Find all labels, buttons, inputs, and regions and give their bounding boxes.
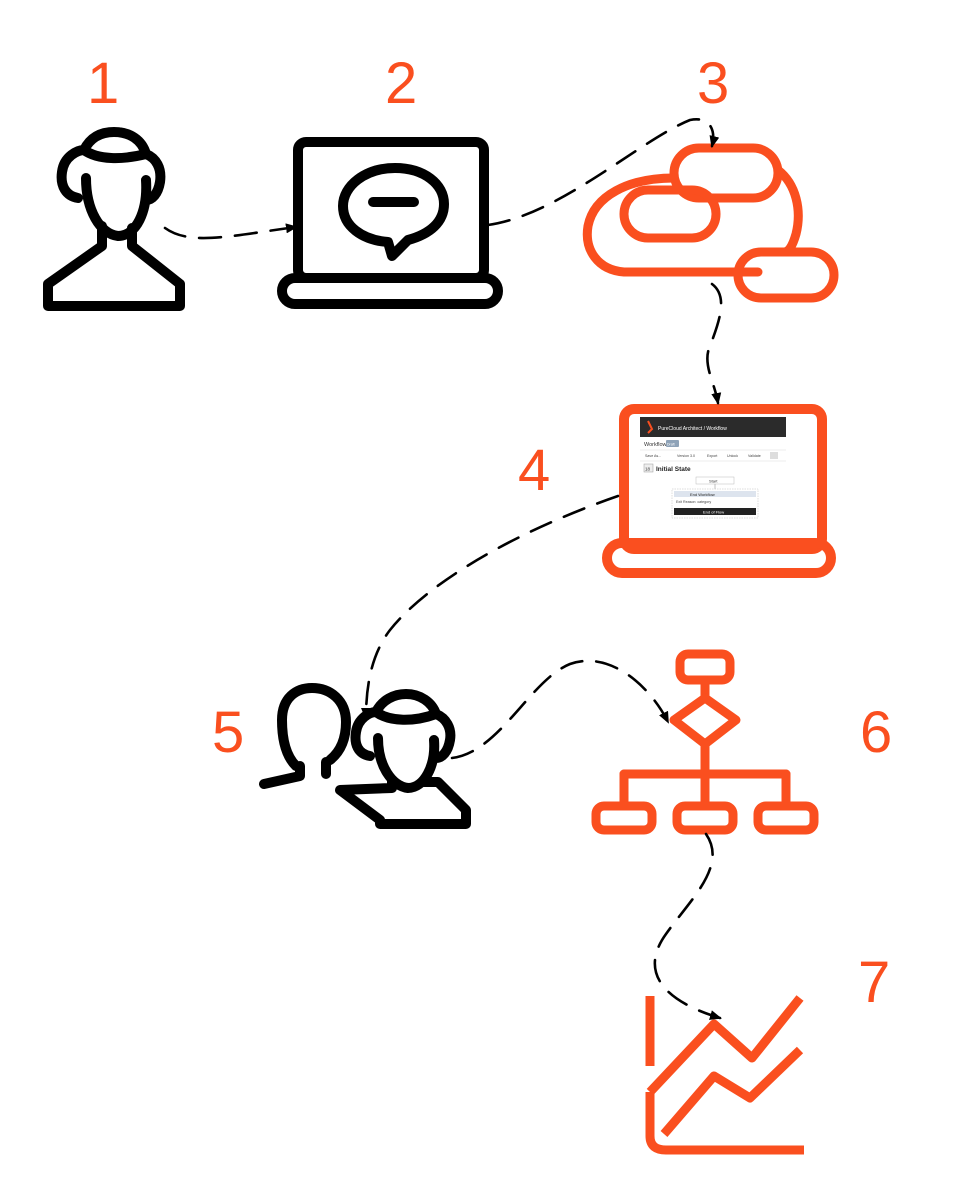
laptop-chat-icon: [277, 137, 503, 309]
step-number-2: 2: [385, 51, 417, 116]
toolbar-validate: Validate: [748, 454, 761, 458]
connector-6-to-7: [653, 832, 722, 1020]
screen-subtitle-badge: Draft: [667, 443, 675, 447]
step-number-7: 7: [858, 950, 890, 1015]
connector-4-to-5: [361, 494, 620, 720]
action-label: End Workflow: [690, 492, 715, 497]
screen-subtitle: Workflow: [644, 442, 667, 448]
flowchart-icon: [591, 649, 819, 835]
toolbar-export: Export: [707, 454, 717, 458]
female-agent-icon: [43, 127, 185, 311]
analytics-chart-icon: [645, 995, 804, 1155]
connector-1-to-2: [163, 223, 298, 240]
step-number-3: 3: [697, 51, 729, 116]
architect-screen: PureCloud Architect / Workflow Workflow …: [640, 417, 786, 519]
connectors: [163, 118, 723, 1020]
toolbar-save-as: Save As...: [645, 454, 661, 458]
toolbar-unlock: Unlock: [727, 454, 738, 458]
end-label: End of Flow: [703, 510, 724, 515]
exit-reason: Exit Reason: category: [676, 500, 711, 504]
screen-header-title: PureCloud Architect / Workflow: [658, 426, 727, 432]
start-label: Start: [709, 479, 718, 484]
state-title: Initial State: [656, 466, 691, 473]
state-badge: 18: [645, 467, 651, 472]
step-number-5: 5: [212, 700, 244, 765]
agents-group-icon: [259, 683, 471, 829]
step-number-6: 6: [860, 700, 892, 765]
connector-5-to-6: [450, 659, 670, 760]
connector-2-to-3: [486, 118, 720, 227]
step-number-1: 1: [87, 51, 119, 116]
connector-3-to-4: [706, 282, 723, 405]
step-number-4: 4: [518, 438, 550, 503]
laptop-architect-icon: PureCloud Architect / Workflow Workflow …: [602, 404, 836, 578]
toolbar-version: Version 3.0: [677, 454, 695, 458]
cloud-icon: [582, 143, 839, 303]
